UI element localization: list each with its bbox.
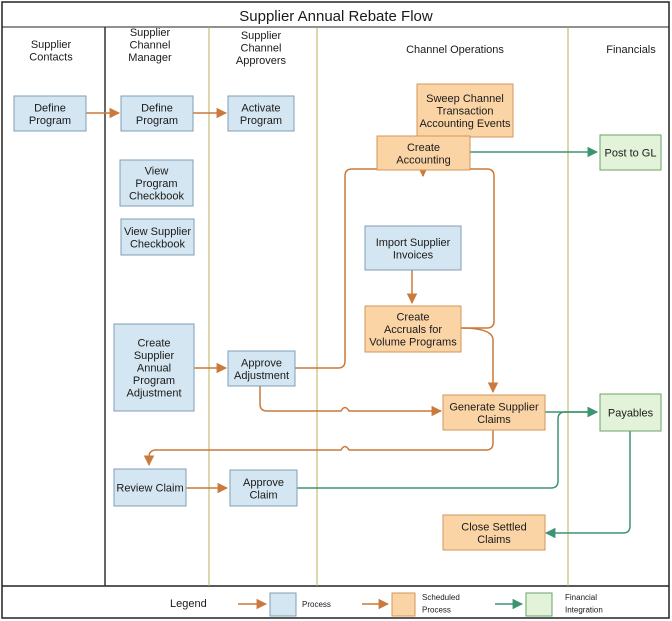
node-box xyxy=(120,95,194,132)
node-box xyxy=(599,393,662,432)
lane-header-channel-operations: Channel Operations xyxy=(406,44,504,56)
edge-accruals-to-generate xyxy=(460,327,499,394)
node-box xyxy=(113,468,187,507)
legend-financial-swatch xyxy=(525,592,553,617)
edge-approve-claim-to-payables xyxy=(297,406,599,489)
legend-process-swatch xyxy=(269,592,297,617)
node-box xyxy=(120,218,195,256)
diagram-title: Supplier Annual Rebate Flow xyxy=(239,8,433,25)
edge-approve-adj-to-generate xyxy=(259,386,443,417)
edge-generate-to-review xyxy=(143,430,494,467)
node-label: Review Claim xyxy=(116,483,183,495)
legend-scheduled-swatch xyxy=(391,592,416,617)
node-post-to-gl[interactable]: Post to GL xyxy=(599,134,662,171)
node-box xyxy=(376,135,471,171)
node-label: Payables xyxy=(608,408,654,420)
node-box xyxy=(113,323,195,412)
node-box xyxy=(416,83,514,138)
node-box xyxy=(229,469,298,507)
legend-title: Legend xyxy=(170,598,207,610)
node-box xyxy=(227,350,296,387)
edge-payables-to-close xyxy=(544,431,631,539)
node-box xyxy=(364,305,462,353)
node-box xyxy=(227,95,295,132)
node-box xyxy=(119,159,194,207)
node-label: Post to GL xyxy=(605,148,657,160)
node-box xyxy=(599,134,662,171)
node-box xyxy=(13,95,87,132)
node-review-claim[interactable]: Review Claim xyxy=(113,468,187,507)
node-box xyxy=(364,225,462,271)
node-box xyxy=(442,514,546,551)
node-box xyxy=(442,394,546,431)
legend-process-label: Process xyxy=(302,600,331,609)
lane-header-financials: Financials xyxy=(606,44,656,56)
node-payables[interactable]: Payables xyxy=(599,393,662,432)
